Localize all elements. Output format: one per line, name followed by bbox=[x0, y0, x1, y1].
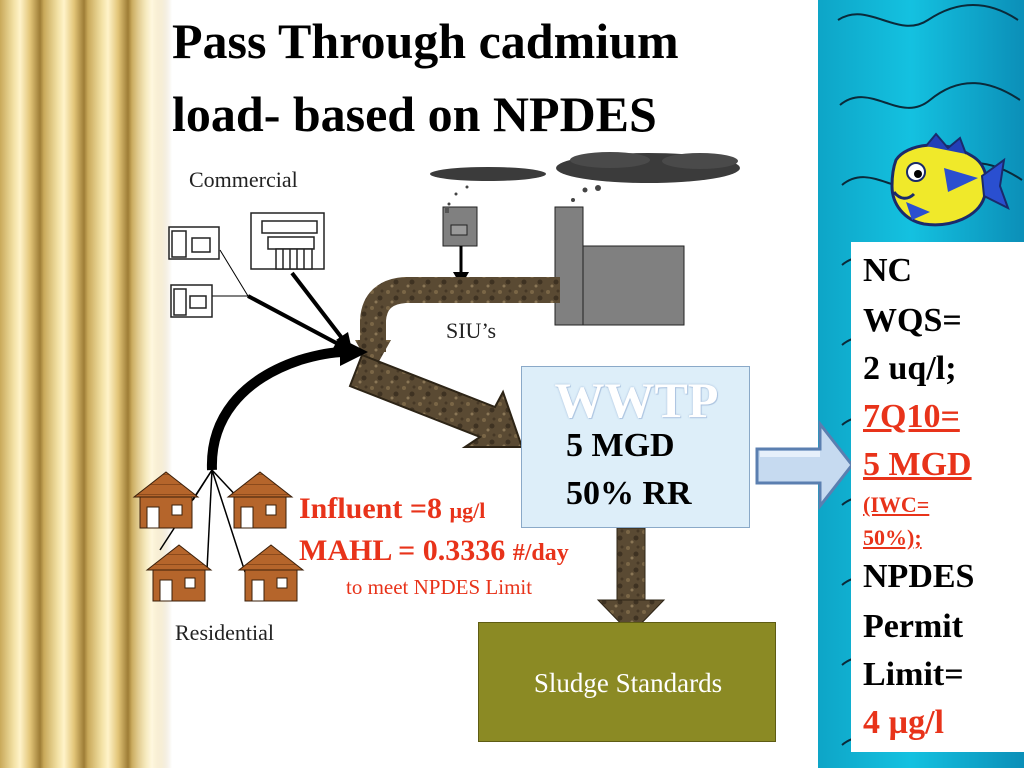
factory-building bbox=[554, 206, 685, 326]
info-nc: NC bbox=[863, 252, 913, 289]
info-7q10-value: 5 MGD bbox=[863, 446, 972, 483]
influent-main-arrow bbox=[348, 353, 524, 448]
info-limit-value: 4 µg/l bbox=[863, 704, 944, 741]
info-npdes: NPDES bbox=[863, 558, 975, 595]
commercial-building-small-1 bbox=[168, 226, 220, 260]
influent-text: Influent =8 bbox=[299, 492, 450, 525]
info-iwc: (IWC= bbox=[863, 492, 930, 517]
commercial-arrows bbox=[212, 249, 352, 350]
mahl-load: MAHL = 0.3336 #/day bbox=[299, 534, 569, 568]
slide-title-line-2: load- based on NPDES bbox=[172, 86, 657, 142]
wwtp-flow: 5 MGD bbox=[566, 427, 675, 464]
info-iwc-value: 50%); bbox=[863, 525, 922, 550]
mahl-text: MAHL = 0.3336 bbox=[299, 534, 513, 567]
commercial-label: Commercial bbox=[189, 167, 298, 192]
slide-title-line-1: Pass Through cadmium bbox=[172, 13, 679, 69]
fish-icon bbox=[890, 132, 1010, 227]
house-icon-3 bbox=[145, 544, 213, 602]
wwtp-title: WWTP bbox=[554, 372, 719, 428]
influent-unit: µg/l bbox=[449, 498, 486, 523]
residential-curved-arrow bbox=[206, 338, 368, 471]
left-decorative-stripes bbox=[0, 0, 172, 768]
siu-pipe bbox=[355, 277, 560, 372]
wwtp-box: WWTP 5 MGD 50% RR bbox=[521, 366, 750, 528]
npdes-note: to meet NPDES Limit bbox=[346, 575, 533, 599]
mahl-unit: #/day bbox=[512, 540, 569, 566]
house-icon-1 bbox=[132, 471, 200, 529]
siu-label: SIU’s bbox=[446, 318, 497, 343]
influent-concentration: Influent =8 µg/l bbox=[299, 492, 485, 526]
residential-label: Residential bbox=[175, 620, 274, 645]
info-permit: Permit bbox=[863, 608, 964, 645]
info-wqs: WQS= bbox=[863, 302, 962, 339]
house-icon-4 bbox=[237, 544, 305, 602]
siu-small-building bbox=[442, 206, 478, 247]
info-wqs-value: 2 uq/l; bbox=[863, 350, 957, 387]
wwtp-removal-rate: 50% RR bbox=[566, 475, 692, 512]
commercial-building-small-2 bbox=[170, 284, 213, 318]
sludge-standards-label: Sludge Standards bbox=[533, 668, 723, 698]
info-limit: Limit= bbox=[863, 656, 964, 693]
info-7q10: 7Q10= bbox=[863, 398, 960, 435]
house-icon-2 bbox=[226, 471, 294, 529]
effluent-arrow bbox=[755, 419, 854, 511]
stream-standards-box: NC WQS= 2 uq/l; 7Q10= 5 MGD (IWC= 50%); … bbox=[851, 242, 1024, 752]
sludge-down-arrow bbox=[596, 527, 666, 635]
commercial-building-large bbox=[250, 212, 325, 270]
sludge-standards-box: Sludge Standards bbox=[478, 622, 776, 742]
smoke-puffs bbox=[447, 185, 601, 206]
smoke-cloud-right bbox=[556, 152, 740, 183]
smoke-cloud-left bbox=[430, 167, 546, 181]
